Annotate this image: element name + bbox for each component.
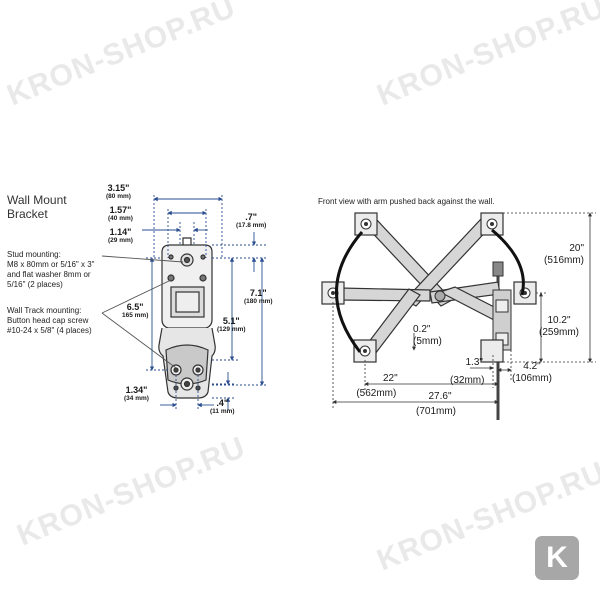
wall-track-note: Wall Track mounting: Button head cap scr… bbox=[7, 306, 92, 336]
stud-note-line: and flat washer 8mm or bbox=[7, 270, 91, 279]
dim-1-57: 1.57" (40 mm) bbox=[108, 205, 133, 223]
dim-value: 10.2" bbox=[547, 315, 571, 326]
dim-metric: (129 mm) bbox=[217, 326, 246, 333]
dim-value: 1.57" bbox=[109, 205, 132, 215]
dim-20: 20" (516mm) bbox=[544, 243, 584, 267]
dim-metric: (259mm) bbox=[539, 327, 580, 338]
dim-value: 5.1" bbox=[222, 316, 240, 326]
dim-value: 4.2" bbox=[523, 361, 541, 372]
stud-mounting-note: Stud mounting: M8 x 80mm or 5/16" x 3" a… bbox=[7, 250, 95, 290]
dim-value: .4" bbox=[216, 398, 229, 408]
dim-10-2: 10.2" (259mm) bbox=[539, 315, 579, 339]
dim-6-5: 6.5" 165 mm) bbox=[122, 302, 148, 320]
dim-metric: (516mm) bbox=[544, 255, 585, 266]
dim-3-15: 3.15" (80 mm) bbox=[106, 183, 131, 201]
dim-value: 0.2" bbox=[413, 324, 431, 335]
stud-note-line: M8 x 80mm or 5/16" x 3" bbox=[7, 260, 95, 269]
dim-value: 1.34" bbox=[125, 385, 148, 395]
dim-value: 7.1" bbox=[249, 288, 267, 298]
dim-value: 20" bbox=[569, 243, 585, 254]
dim-value: 22" bbox=[383, 373, 398, 384]
bracket-title-line1: Wall Mount bbox=[7, 193, 67, 207]
dim-metric: (701mm) bbox=[416, 406, 457, 417]
dim-metric: (11 mm) bbox=[210, 408, 235, 415]
bracket-title-line2: Bracket bbox=[7, 207, 48, 221]
track-note-line: Button head cap screw bbox=[7, 316, 89, 325]
dim-metric: (180 mm) bbox=[244, 298, 273, 305]
bracket-dimension-lines bbox=[101, 195, 268, 410]
dim-value: .7" bbox=[245, 212, 258, 222]
front-view-caption: Front view with arm pushed back against … bbox=[318, 197, 495, 206]
dim-metric: (5mm) bbox=[413, 336, 442, 347]
front-view-drawing bbox=[321, 212, 537, 420]
dim-metric: 165 mm) bbox=[122, 312, 149, 319]
dim-0-4: .4" (11 mm) bbox=[210, 398, 235, 416]
dim-1-14: 1.14" (29 mm) bbox=[108, 227, 133, 245]
dim-value: 1.3" bbox=[465, 357, 483, 368]
dim-22: 22" (562mm) bbox=[355, 373, 398, 400]
front-view-dimension-lines bbox=[332, 212, 596, 410]
dim-value: 1.14" bbox=[109, 227, 132, 237]
dim-7-1: 7.1" (180 mm) bbox=[244, 288, 273, 306]
stud-note-line: 5/16" (2 places) bbox=[7, 280, 63, 289]
dim-metric: (40 mm) bbox=[108, 215, 133, 222]
dim-metric: (32mm) bbox=[450, 375, 485, 386]
dim-value: 6.5" bbox=[126, 302, 144, 312]
track-note-line: #10-24 x 5/8" (4 places) bbox=[7, 326, 92, 335]
dim-metric: (17.8 mm) bbox=[236, 222, 267, 229]
dim-metric: (562mm) bbox=[356, 388, 397, 399]
shop-logo: K bbox=[535, 536, 579, 580]
dim-4-2: 4.2" (106mm) bbox=[512, 361, 552, 385]
dim-metric: (80 mm) bbox=[106, 193, 131, 200]
wall-mount-bracket bbox=[158, 237, 216, 399]
dim-metric: (34 mm) bbox=[124, 395, 149, 402]
dim-0-7: .7" (17.8 mm) bbox=[236, 212, 266, 230]
bracket-title: Wall Mount Bracket bbox=[7, 193, 67, 221]
dim-value: 27.6" bbox=[428, 391, 452, 402]
stud-note-line: Stud mounting: bbox=[7, 250, 61, 259]
dim-metric: (106mm) bbox=[512, 373, 553, 384]
dim-27-6: 27.6" (701mm) bbox=[416, 391, 456, 418]
dim-1-34: 1.34" (34 mm) bbox=[124, 385, 149, 403]
dim-1-3: 1.3" (32mm) bbox=[450, 357, 484, 387]
track-note-line: Wall Track mounting: bbox=[7, 306, 82, 315]
dim-value: 3.15" bbox=[107, 183, 130, 193]
dim-metric: (29 mm) bbox=[108, 237, 133, 244]
dim-0-2: 0.2" (5mm) bbox=[413, 324, 442, 348]
dim-5-1: 5.1" (129 mm) bbox=[217, 316, 246, 334]
